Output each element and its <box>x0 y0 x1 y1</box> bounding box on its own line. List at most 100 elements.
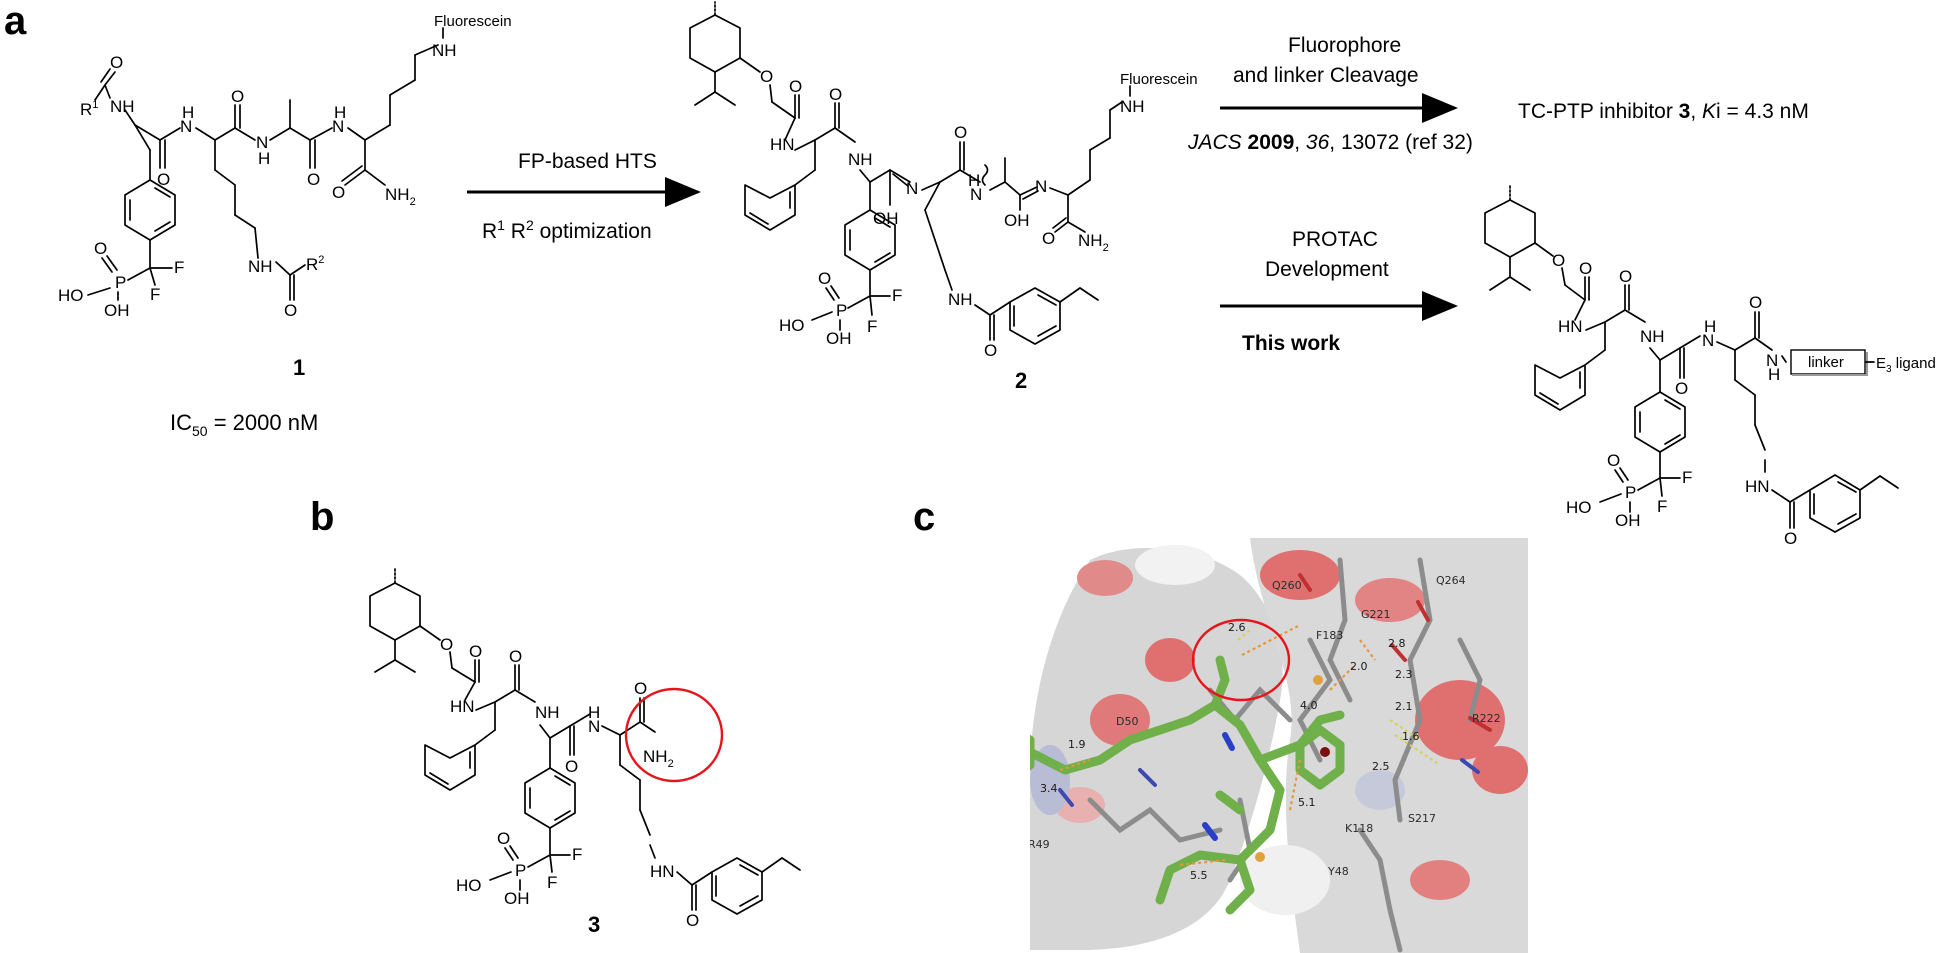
pr-o-p: O <box>1607 451 1620 470</box>
pr-o-ether: O <box>1552 251 1565 270</box>
pr-n-4: N <box>1766 351 1778 370</box>
c2-n-5: N <box>1035 177 1047 196</box>
arrow-3-this-work: This work <box>1242 332 1340 355</box>
residue-k118: K118 <box>1345 822 1373 835</box>
panel-letter-a: a <box>4 0 27 43</box>
c3-o-3: O <box>565 757 578 776</box>
distance-10: 3.4 <box>1040 782 1058 795</box>
c1-r2: R2 <box>306 254 324 274</box>
compound-3-structure: O O HN O NH F F P <box>369 567 801 930</box>
c3-hn-bz: HN <box>650 862 675 881</box>
c1-n-4: N <box>332 117 344 136</box>
pr-h-4: H <box>1768 365 1780 384</box>
distance-11: 5.1 <box>1298 796 1316 809</box>
pr-f-2: F <box>1657 497 1667 516</box>
c1-f-2: F <box>150 285 160 304</box>
c2-o-1: O <box>789 77 802 96</box>
pr-o-4: O <box>1749 293 1762 312</box>
residue-s217: S217 <box>1408 812 1436 825</box>
c2-nh-bz: NH <box>948 290 973 309</box>
protac-structure: O O HN O NH F F P <box>1484 185 1899 548</box>
c3-o-4: O <box>634 679 647 698</box>
c2-o-2: O <box>829 85 842 104</box>
c2-o-p: O <box>818 269 831 288</box>
c1-o-3: O <box>231 87 244 106</box>
c3-o-p: O <box>497 829 510 848</box>
c1-h-4: H <box>334 103 346 122</box>
compound-3-number: 3 <box>588 912 600 937</box>
c1-h-2: H <box>182 103 194 122</box>
c1-p: P <box>115 273 126 292</box>
c2-hn-1: HN <box>770 135 795 154</box>
distance-12: 5.5 <box>1190 869 1208 882</box>
c1-nh-5: NH <box>432 41 457 60</box>
c1-nh-6: NH <box>248 257 273 276</box>
pr-nh-3: N <box>1702 331 1714 350</box>
residue-r222: R222 <box>1472 712 1501 725</box>
c3-nh2: NH2 <box>643 747 674 770</box>
arrow-2-reference: JACS 2009, 36, 13072 (ref 32) <box>1187 131 1473 154</box>
residue-q260: Q260 <box>1272 579 1302 592</box>
residue-d50: D50 <box>1116 715 1138 728</box>
linker-box <box>1790 349 1866 375</box>
panel-letter-c: c <box>913 495 935 539</box>
ligand-sticks <box>1030 655 1345 915</box>
pr-o-bz: O <box>1784 529 1797 548</box>
c3-o-1: O <box>469 642 482 661</box>
c3-oh: OH <box>504 889 530 908</box>
c2-nh-2: NH <box>848 150 873 169</box>
c2-oh: OH <box>826 329 852 348</box>
panel-letter-b: b <box>310 495 334 539</box>
residue-g221: G221 <box>1361 608 1391 621</box>
c2-n-3: N <box>906 179 918 198</box>
distance-1: 2.6 <box>1228 621 1246 634</box>
pr-o-3: O <box>1675 379 1688 398</box>
c3-o-bz: O <box>686 911 699 930</box>
residue-f183: F183 <box>1316 629 1343 642</box>
distance-7: 4.0 <box>1300 699 1318 712</box>
distance-6: 1.6 <box>1402 730 1420 743</box>
pr-f-1: F <box>1682 468 1692 487</box>
c2-o-ether: O <box>760 67 773 86</box>
distance-8: 2.5 <box>1372 760 1390 773</box>
pr-nh-2: NH <box>1640 327 1665 346</box>
c3-hn-1: HN <box>450 697 475 716</box>
protein-complex-image: Q260 Q264 G221 F183 D50 R222 S217 K118 R… <box>1028 538 1528 953</box>
c2-h-4: H <box>968 171 980 190</box>
arrow-2-line-2: and linker Cleavage <box>1233 64 1419 87</box>
c1-nh-2: N <box>180 117 192 136</box>
c2-ho: HO <box>779 316 805 335</box>
c2-o-5: O <box>1042 229 1055 248</box>
pr-ho: HO <box>1566 498 1592 517</box>
c3-f-2: F <box>547 873 557 892</box>
c3-nh-2: NH <box>535 703 560 722</box>
c2-o-3: O <box>954 123 967 142</box>
compound-2-number: 2 <box>1015 368 1027 393</box>
c3-p: P <box>515 861 526 880</box>
arrow-3-line-2: Development <box>1265 258 1389 281</box>
residue-r49: R49 <box>1028 838 1050 851</box>
linker-label: linker <box>1808 354 1844 371</box>
pr-o-1: O <box>1579 259 1592 278</box>
c3-o-ether: O <box>440 635 453 654</box>
c1-o-4: O <box>307 170 320 189</box>
c2-nh-fl: NH <box>1120 97 1145 116</box>
surface-left <box>1030 548 1283 950</box>
c1-n-3: N <box>256 133 268 152</box>
c2-n-4: N <box>970 185 982 204</box>
c2-fluorescein: Fluorescein <box>1120 71 1198 88</box>
distance-3: 2.0 <box>1350 660 1368 673</box>
c1-o-1: O <box>110 53 123 72</box>
c1-h-3: H <box>258 149 270 168</box>
compound-2-structure: O O HN O NH F F P <box>689 1 1198 360</box>
pr-p: P <box>1625 483 1636 502</box>
c1-fluorescein: Fluorescein <box>434 13 512 30</box>
amide-highlight-circle <box>624 687 724 783</box>
c1-f-1: F <box>174 258 184 277</box>
arrow-2-line-1: Fluorophore <box>1288 34 1401 57</box>
c2-f-1: F <box>892 286 902 305</box>
distance-2: 2.8 <box>1388 637 1406 650</box>
c2-oh-1: OH <box>873 209 899 228</box>
c3-o-2: O <box>509 647 522 666</box>
